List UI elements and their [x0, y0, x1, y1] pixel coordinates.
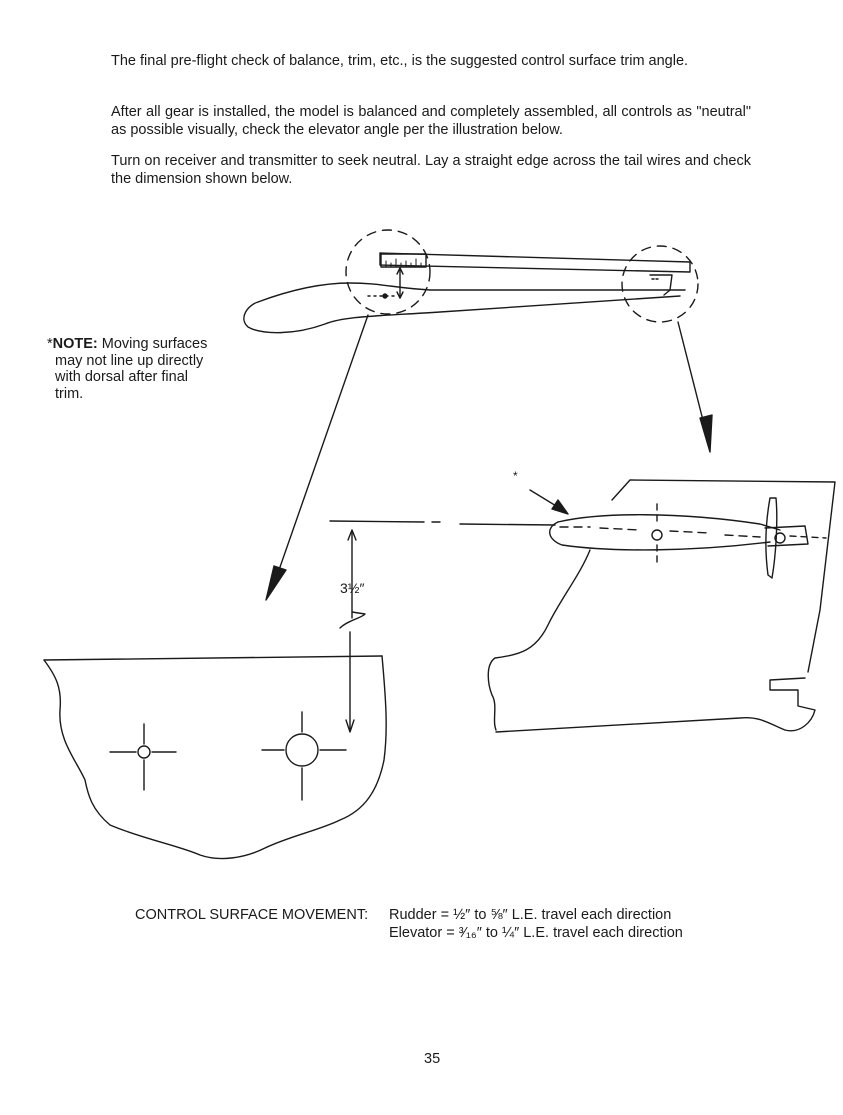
fuselage-section — [43, 655, 387, 860]
tail-wire — [649, 274, 673, 296]
control-surface-label: CONTROL SURFACE MOVEMENT: — [135, 907, 369, 923]
arrow-head-star — [551, 499, 569, 515]
note-line-4: trim. — [55, 385, 84, 402]
stabilizer-top-view — [243, 229, 699, 334]
page-number: 35 — [424, 1051, 441, 1067]
leader-arrows — [265, 314, 713, 601]
dimension-label: 3½″ — [340, 580, 365, 596]
receiver-paragraph: Turn on receiver and transmitter to seek… — [111, 153, 751, 187]
arrow-head-right — [699, 414, 713, 453]
dimension-break — [339, 611, 366, 629]
control-horn-pivot — [774, 532, 786, 544]
tail-bottom — [495, 677, 816, 733]
stab-centerline — [559, 526, 761, 538]
gear-paragraph: After all gear is installed, the model i… — [111, 104, 751, 138]
note-prefix: * — [47, 336, 53, 352]
note-line-1: Moving surfaces — [97, 336, 208, 352]
stab-top — [557, 514, 781, 531]
star-marker: * — [513, 469, 518, 483]
stab-bottom — [549, 521, 771, 551]
hinge-point — [651, 529, 663, 541]
elevator-horn — [765, 497, 778, 579]
trim-note: *NOTE: Moving surfaces may not line up d… — [47, 336, 247, 402]
ruler-scale — [380, 253, 427, 268]
arrow-head-left — [265, 565, 287, 601]
elevator-movement: Elevator = ³⁄₁₆″ to ¼″ L.E. travel each … — [389, 925, 683, 941]
detail-circle-left — [345, 229, 431, 315]
fuselage-belly — [487, 549, 591, 731]
note-label: NOTE: — [52, 336, 98, 352]
dimension-line — [329, 520, 556, 733]
hole-large — [285, 733, 319, 767]
detail-circle-right — [621, 245, 699, 323]
tail-side-view — [487, 479, 836, 733]
rudder-movement: Rudder = ½″ to ⅝″ L.E. travel each direc… — [389, 907, 672, 923]
fin-outline — [611, 479, 836, 673]
note-line-3: with dorsal after final — [55, 369, 188, 385]
hole-small — [137, 745, 151, 759]
intro-paragraph: The final pre-flight check of balance, t… — [111, 53, 689, 69]
ruler-ticks — [385, 258, 422, 268]
note-line-2: may not line up directly — [55, 352, 204, 369]
straight-edge — [379, 252, 691, 273]
